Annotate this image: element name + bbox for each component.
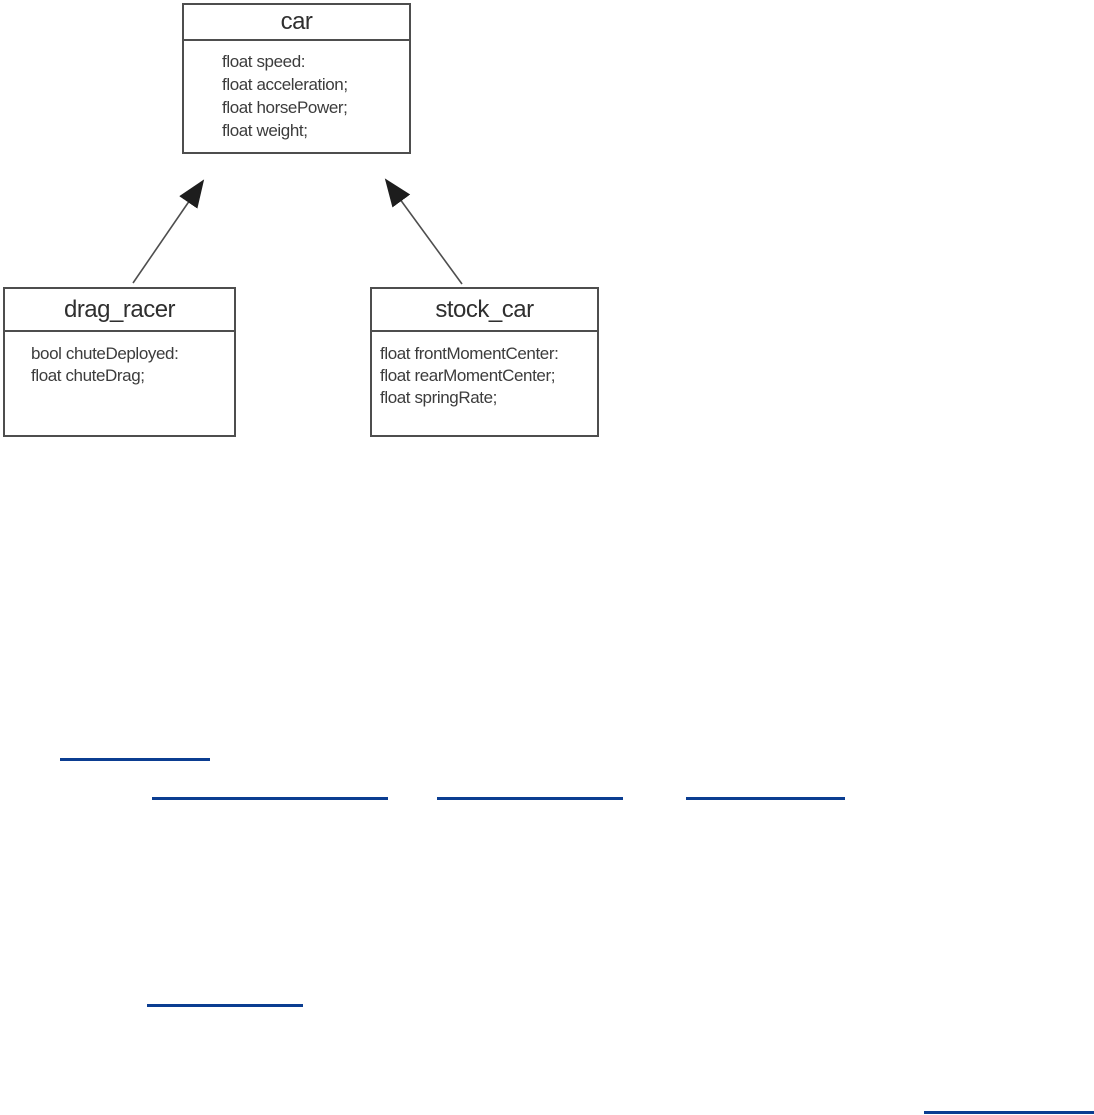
class-title: stock_car [372, 289, 597, 332]
class-field: float speed: [222, 52, 306, 71]
class-field: float springRate; [380, 388, 497, 407]
hyperlink-underline[interactable] [437, 797, 623, 800]
class-field: float acceleration; [222, 75, 348, 94]
class-field: float chuteDrag; [31, 366, 145, 385]
class-box-car: car float speed: float acceleration; flo… [182, 3, 411, 154]
class-fields: float frontMomentCenter: float rearMomen… [372, 332, 597, 409]
class-title: drag_racer [5, 289, 234, 332]
class-field: float horsePower; [222, 98, 348, 117]
class-field: float frontMomentCenter: [380, 344, 559, 363]
inheritance-arrows [132, 178, 463, 285]
hyperlink-underline[interactable] [147, 1004, 303, 1007]
inheritance-arrow-stock-car-to-car [384, 178, 463, 285]
class-field: bool chuteDeployed: [31, 344, 179, 363]
hyperlink-underline[interactable] [152, 797, 388, 800]
hyperlink-underline[interactable] [60, 758, 210, 761]
hyperlink-underline[interactable] [924, 1111, 1094, 1114]
class-field: float weight; [222, 121, 308, 140]
class-box-stock-car: stock_car float frontMomentCenter: float… [370, 287, 599, 437]
class-fields: float speed: float acceleration; float h… [184, 41, 409, 142]
class-fields: bool chuteDeployed: float chuteDrag; [5, 332, 234, 387]
class-box-drag-racer: drag_racer bool chuteDeployed: float chu… [3, 287, 236, 437]
inheritance-arrow-drag-racer-to-car [132, 179, 205, 284]
class-title: car [184, 5, 409, 41]
class-field: float rearMomentCenter; [380, 366, 556, 385]
hyperlink-underline[interactable] [686, 797, 845, 800]
